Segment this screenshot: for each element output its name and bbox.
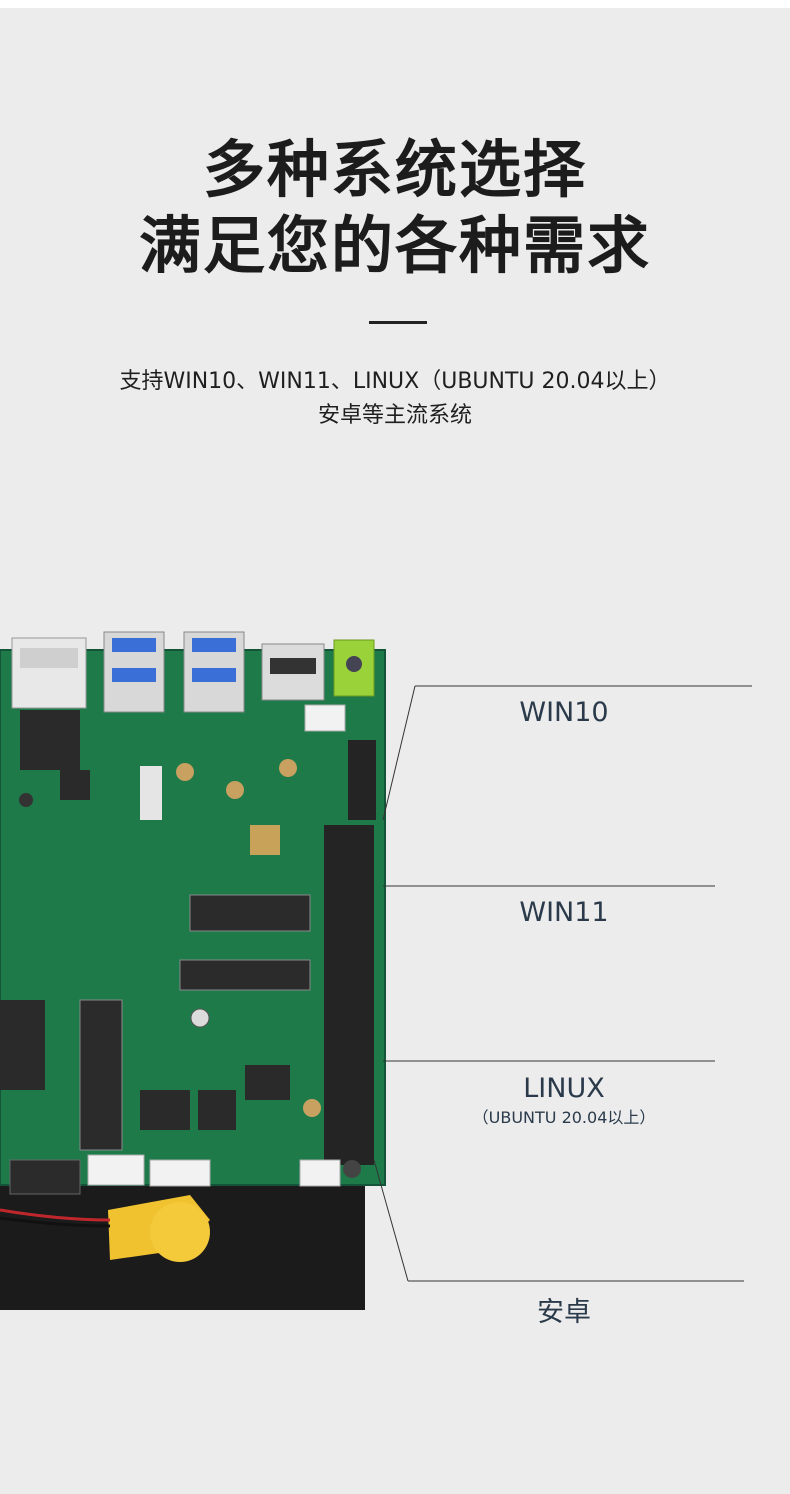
pin-header	[324, 825, 374, 1165]
headline-line-1: 多种系统选择	[202, 133, 587, 206]
os-option-win11: WIN11	[519, 897, 609, 928]
title-divider	[369, 321, 427, 324]
os-option-linux: LINUX	[523, 1073, 605, 1104]
top-band	[0, 0, 790, 8]
motherboard-image	[0, 620, 400, 1320]
os-option-linux-note: （UBUNTU 20.04以上）	[472, 1108, 656, 1127]
os-option-win10: WIN10	[519, 697, 609, 728]
m2-slot	[179, 959, 311, 991]
motherboard-illustration	[0, 631, 386, 1310]
chip	[20, 710, 80, 770]
subtitle-line-1: 支持WIN10、WIN11、LINUX（UBUNTU 20.04以上）	[119, 369, 671, 394]
headline-line-2: 满足您的各种需求	[138, 209, 651, 282]
subtitle-line-2: 安卓等主流系统	[317, 403, 472, 428]
os-option-android: 安卓	[537, 1297, 591, 1328]
